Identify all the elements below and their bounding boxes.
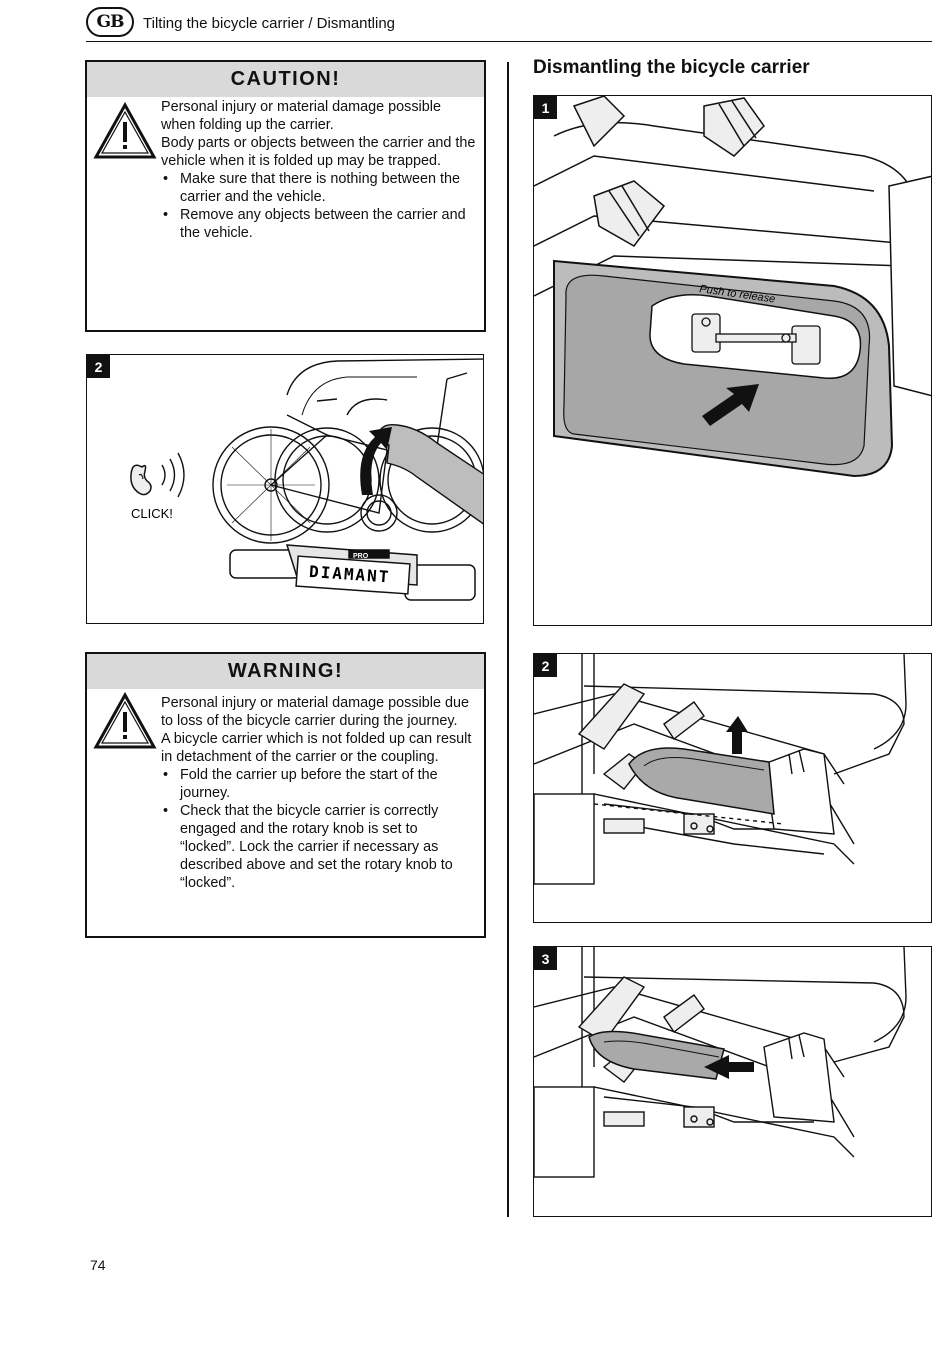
- caution-paragraph: Personal injury or material damage possi…: [161, 99, 441, 133]
- caution-bullet-list: Make sure that there is nothing between …: [161, 170, 476, 242]
- warning-paragraph: Personal injury or material damage possi…: [161, 695, 469, 729]
- slide-arrow-icon: [704, 1055, 754, 1079]
- warning-bullet: Fold the carrier up before the start of …: [161, 766, 476, 802]
- figure-number: 2: [534, 654, 557, 677]
- carrier-handle: [588, 1030, 725, 1080]
- push-arrow-icon: [702, 384, 759, 426]
- column-divider: [507, 62, 509, 1217]
- lift-arrow-icon: [726, 716, 748, 754]
- figure-folding-carrier: 2 CLICK!: [86, 354, 484, 624]
- click-label: CLICK!: [131, 506, 173, 521]
- language-badge: GB: [86, 7, 134, 37]
- carrier-base-drawing: [229, 544, 476, 601]
- header-title: Tilting the bicycle carrier / Dismantlin…: [143, 15, 396, 32]
- figure-number: 3: [534, 947, 557, 970]
- caution-bullet: Make sure that there is nothing between …: [161, 170, 476, 206]
- caution-heading: CAUTION!: [87, 62, 484, 97]
- carrier-brand: PRO: [353, 553, 369, 560]
- slide-handle-illustration: [534, 947, 907, 1178]
- caution-paragraph: Body parts or objects between the carrie…: [161, 135, 476, 169]
- arm-drawing: [378, 423, 483, 525]
- warning-bullet: Check that the bicycle carrier is correc…: [161, 802, 476, 892]
- carrier-handle: [628, 747, 775, 815]
- figure-slide-handle: 3: [533, 946, 932, 1217]
- warning-triangle-icon: [93, 692, 157, 749]
- warning-bullet-list: Fold the carrier up before the start of …: [161, 766, 476, 892]
- caution-bullet: Remove any objects between the carrier a…: [161, 206, 476, 242]
- lift-handle-illustration: [534, 654, 907, 885]
- warning-box: WARNING! Personal injury or material dam…: [85, 652, 486, 938]
- caution-text: Personal injury or material damage possi…: [161, 98, 476, 242]
- figure-release-lever: 1 Push t: [533, 95, 932, 626]
- caution-box: CAUTION! Personal injury or material dam…: [85, 60, 486, 332]
- section-title: Dismantling the bicycle carrier: [533, 57, 810, 78]
- warning-heading: WARNING!: [87, 654, 484, 689]
- tilt-arrow-icon: [360, 427, 392, 495]
- figure-number: 2: [87, 355, 110, 378]
- warning-text: Personal injury or material damage possi…: [161, 694, 476, 892]
- ear-icon: [130, 452, 185, 498]
- warning-paragraph: A bicycle carrier which is not folded up…: [161, 731, 472, 765]
- header-rule: [86, 41, 932, 42]
- page-number: 74: [90, 1257, 106, 1273]
- warning-triangle-icon: [93, 102, 157, 159]
- folding-carrier-illustration: CLICK!: [130, 358, 483, 601]
- figure-number: 1: [534, 96, 557, 119]
- figure-lift-handle: 2: [533, 653, 932, 923]
- release-lever-illustration: Push to release: [534, 96, 931, 478]
